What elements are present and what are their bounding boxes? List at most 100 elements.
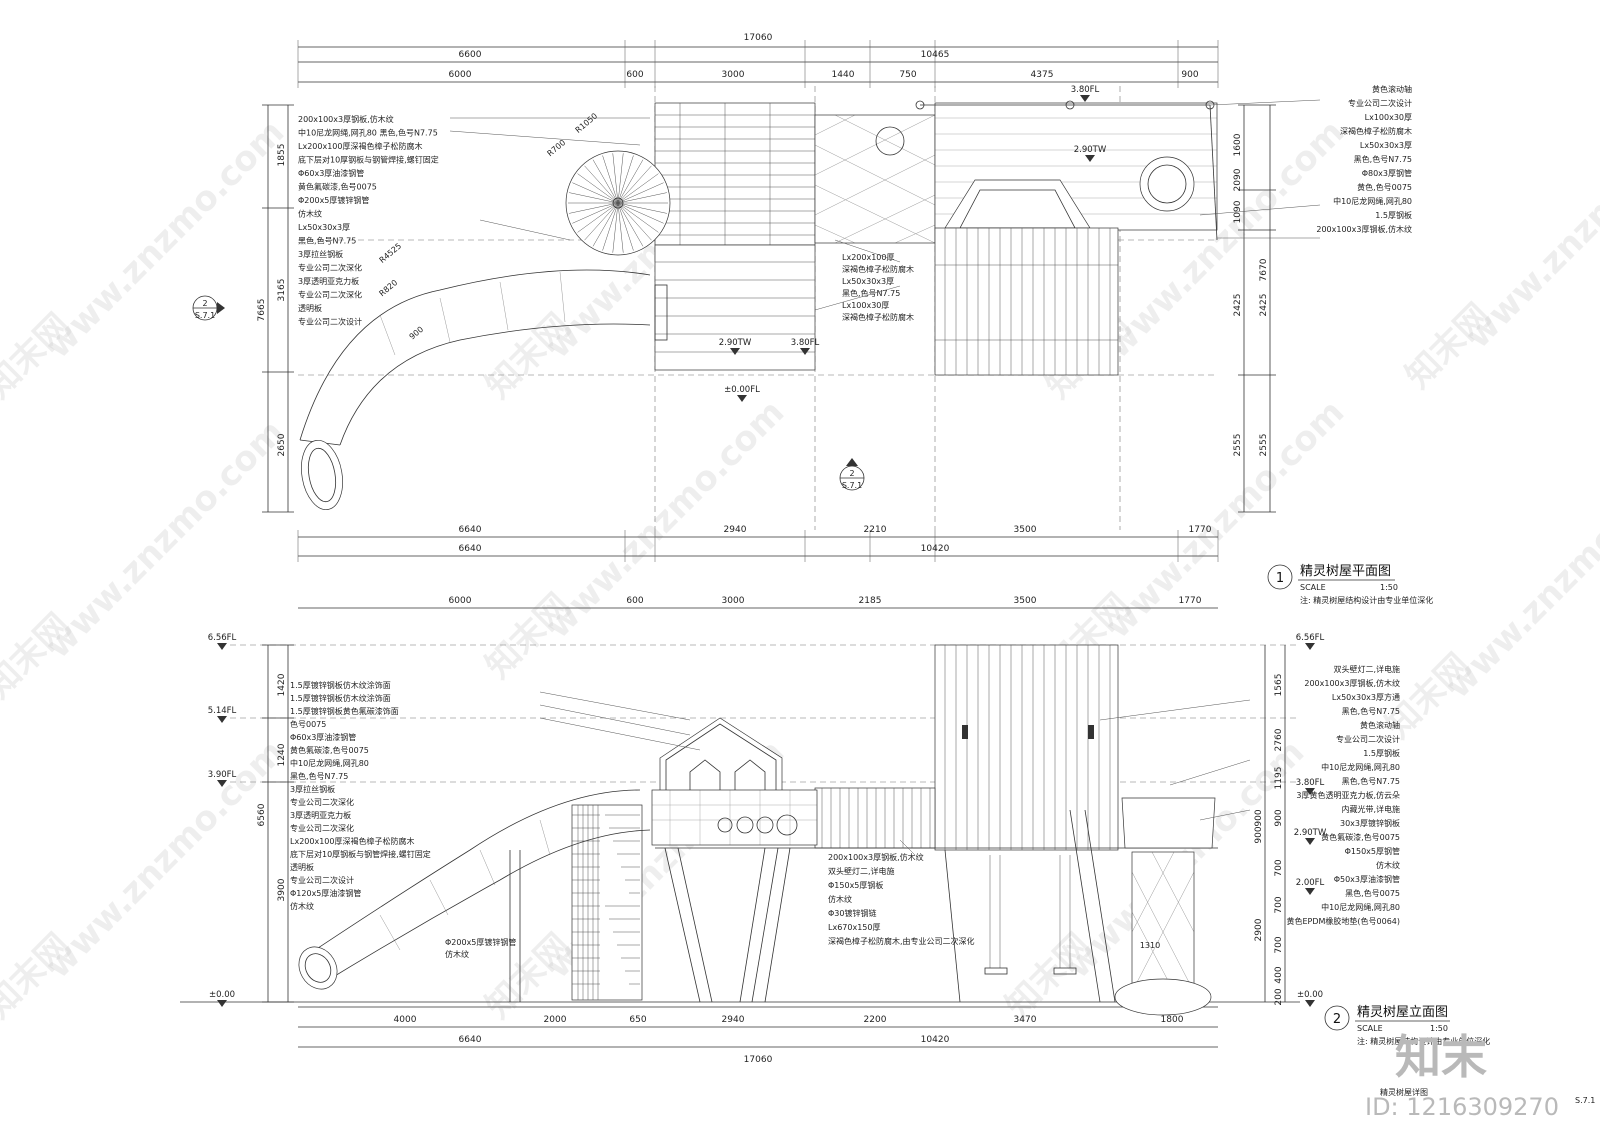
plan-note-right: 200x100x3厚钢板,仿木纹 — [1316, 224, 1412, 234]
elev-dim-top: 1770 — [1179, 596, 1202, 606]
plan-note-mid: Lx100x30厚 — [842, 301, 889, 310]
plan-radius-label: 900 — [408, 325, 425, 342]
leader-line — [539, 691, 691, 721]
plan-note-right: Lx50x30x3厚 — [1360, 141, 1412, 150]
elev-dim-b1: 650 — [629, 1015, 646, 1025]
plan-note-left: 专业公司二次深化 — [298, 263, 362, 273]
plan-note-right: Φ80x3厚钢管 — [1362, 168, 1412, 178]
plan-scale-value: 1:50 — [1380, 583, 1398, 592]
elev-note-left: 仿木纹 — [290, 901, 314, 911]
elev-note-left: Φ120x5厚油漆钢管 — [290, 888, 361, 898]
elev-dim-top: 3500 — [1014, 596, 1037, 606]
plan-note-left: 透明板 — [298, 303, 322, 313]
plan-dim-l3: 3000 — [722, 70, 745, 80]
level-triangle-icon — [1085, 155, 1095, 162]
elev-dim-top: 2185 — [859, 596, 882, 606]
plan-dim-b1: 1770 — [1189, 525, 1212, 535]
elev-dim-b1: 1800 — [1161, 1015, 1184, 1025]
plan-level-marker: 3.80FL — [1071, 85, 1100, 95]
sheet-number: S.7.1 — [1575, 1096, 1595, 1105]
plan-dim-b1: 2940 — [724, 525, 747, 535]
elev-note-left: 中10尼龙网绳,网孔80 — [290, 758, 369, 768]
elev-dim-top: 3000 — [722, 596, 745, 606]
plan-note-left: 专业公司二次深化 — [298, 290, 362, 300]
elev-scale-label: SCALE — [1357, 1024, 1383, 1033]
plan-dim-l3: 6000 — [449, 70, 472, 80]
elev-dim-left: 1420 — [277, 673, 287, 696]
plan-title: 精灵树屋平面图 — [1300, 564, 1391, 579]
plan-note-left: 3厚拉丝钢板 — [298, 249, 343, 259]
elev-note-left: 3厚透明亚克力板 — [290, 810, 351, 820]
elev-note-mid2: Φ200x5厚镀锌钢管 — [445, 937, 516, 947]
elev-note-mid2: 仿木纹 — [445, 949, 469, 959]
elev-note-right: 黑色,色号N7.75 — [1342, 776, 1400, 786]
plan-note-right: 专业公司二次设计 — [1348, 98, 1412, 108]
elev-dim-b1: 2940 — [722, 1015, 745, 1025]
elev-note-right: 3厚黄色透明亚克力板,仿云朵 — [1296, 790, 1400, 800]
elev-note-right: 30x3厚镀锌钢板 — [1340, 818, 1400, 828]
level-triangle-icon — [217, 1000, 227, 1007]
elev-note-right: 黑色,色号N7.75 — [1342, 706, 1400, 716]
elev-level-left: ±0.00 — [209, 990, 235, 1000]
elev-dim-right: 400 — [1274, 966, 1284, 983]
plan-note-right: 黄色,色号0075 — [1357, 182, 1412, 192]
elev-note-right: 黄色氟碳漆,色号0075 — [1321, 832, 1400, 842]
elev-level-left: 5.14FL — [208, 706, 237, 716]
elev-note-mid: Φ30镀锌钢链 — [828, 908, 876, 918]
leader-line — [449, 130, 641, 146]
elev-note-right: Lx50x30x3厚方通 — [1332, 692, 1400, 702]
elev-dim-right: 900 — [1274, 809, 1284, 826]
sheet-caption: 精灵树屋详图 — [1380, 1087, 1428, 1097]
elev-title: 精灵树屋立面图 — [1357, 1005, 1448, 1020]
plan-note-right: 黄色滚动轴 — [1372, 84, 1412, 94]
elev-level-left: 3.90FL — [208, 770, 237, 780]
plan-dim-right-outer: 7670 — [1259, 258, 1269, 281]
elev-note-mid: 深褐色樟子松防腐木,由专业公司二次深化 — [828, 936, 975, 946]
plan-note-left: 3厚透明亚克力板 — [298, 276, 359, 286]
plan-dim-l3: 600 — [626, 70, 643, 80]
level-triangle-icon — [800, 348, 810, 355]
watermark-text: www.znzmo.com — [38, 412, 292, 666]
leader-line — [539, 704, 691, 736]
elev-dim-right: 1195 — [1274, 767, 1284, 790]
elev-note-right: 中10尼龙网绳,网孔80 — [1321, 762, 1400, 772]
elev-r-label: 1310 — [1140, 941, 1160, 950]
elev-dim-top: 6000 — [449, 596, 472, 606]
elev-dim-b1: 4000 — [394, 1015, 417, 1025]
plan-radius-label: R820 — [378, 278, 400, 298]
plan-dim-b2: 10420 — [921, 544, 950, 554]
elev-note-mid: 仿木纹 — [828, 894, 852, 904]
elev-dim-total: 17060 — [744, 1055, 773, 1065]
elev-note-mid: Φ150x5厚钢板 — [828, 880, 883, 890]
plan-dim-right-outer: 2555 — [1259, 434, 1269, 457]
elev-note-right: 200x100x3厚钢板,仿木纹 — [1304, 678, 1400, 688]
elev-note-left: 1.5厚镀锌钢板黄色氟碳漆饰面 — [290, 706, 399, 716]
elev-dim-left: 3900 — [277, 878, 287, 901]
elev-title-note: 注: 精灵树屋结构设计由专业单位深化 — [1357, 1036, 1490, 1046]
plan-dim-right-outer: 2425 — [1259, 294, 1269, 317]
elev-dim-right-b: 2900 — [1254, 918, 1264, 941]
elev-note-right: 黄色EPDM橡胶地垫(色号0064) — [1286, 916, 1400, 926]
plan-title-number: 1 — [1276, 571, 1284, 586]
elev-note-mid: 双头壁灯二,详电施 — [828, 866, 895, 876]
elev-note-mid: 200x100x3厚钢板,仿木纹 — [828, 852, 924, 862]
leader-line — [1099, 699, 1251, 721]
elev-note-left: 黄色氟碳漆,色号0075 — [290, 745, 369, 755]
plan-dim-left-total: 7665 — [257, 299, 267, 322]
plan-radius-label: R1050 — [574, 111, 600, 135]
elev-dim-right: 700 — [1274, 936, 1284, 953]
leader-line — [834, 239, 901, 263]
watermark-text: www.znzmo.com — [38, 112, 292, 366]
plan-note-left: Φ60x3厚油漆钢管 — [298, 168, 364, 178]
plan-note-right: 深褐色樟子松防腐木 — [1340, 126, 1412, 136]
plan-dim-l3: 4375 — [1031, 70, 1054, 80]
elev-note-left: 透明板 — [290, 862, 314, 872]
level-triangle-icon — [1305, 643, 1315, 650]
elev-note-right: Φ50x3厚油漆钢管 — [1334, 874, 1400, 884]
elev-dim-b1: 2000 — [544, 1015, 567, 1025]
leader-line — [539, 717, 701, 751]
level-triangle-icon — [217, 780, 227, 787]
plan-radius-label: R700 — [546, 138, 568, 158]
plan-note-left: 黑色,色号N7.75 — [298, 236, 356, 246]
